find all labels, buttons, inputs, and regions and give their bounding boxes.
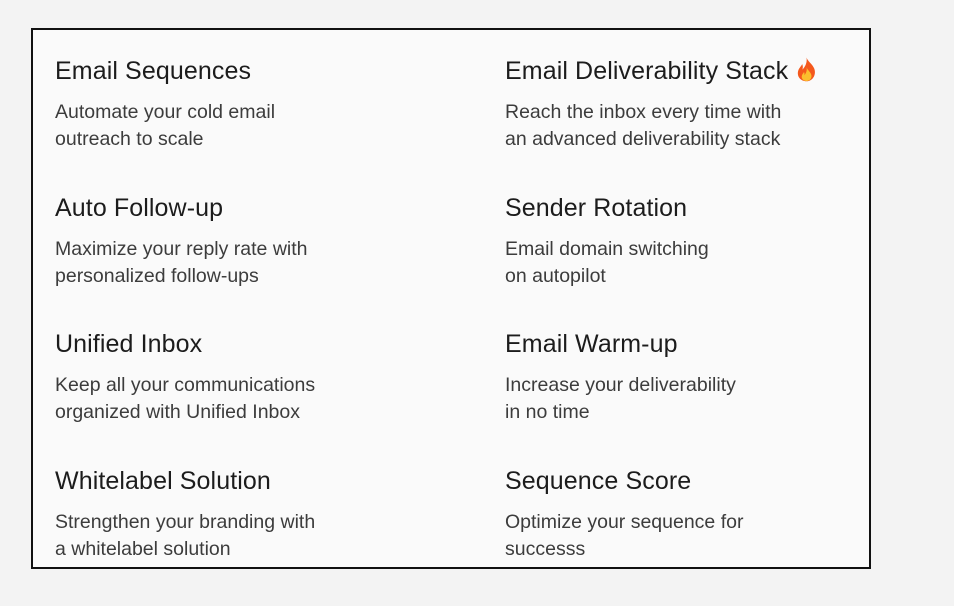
feature-sequence-score: Sequence Score Optimize your sequence fo…: [505, 466, 855, 603]
feature-description: Optimize your sequence for successs: [505, 510, 744, 560]
feature-description: Keep all your communications organized w…: [55, 374, 316, 423]
feature-title: Unified Inbox: [55, 330, 203, 358]
feature-description: Increase your deliverability in no time: [505, 374, 736, 423]
feature-title: Whitelabel Solution: [55, 466, 271, 495]
feature-title-row: Email Deliverability Stack: [505, 56, 855, 86]
fire-icon: [796, 57, 817, 82]
feature-title: Email Deliverability Stack: [505, 57, 789, 85]
feature-title: Sequence Score: [505, 466, 692, 495]
feature-whitelabel-solution: Whitelabel Solution Strengthen your bran…: [55, 466, 505, 603]
feature-description: Reach the inbox every time with an advan…: [505, 101, 782, 150]
feature-sender-rotation: Sender Rotation Email domain switching o…: [505, 193, 855, 330]
feature-email-sequences: Email Sequences Automate your cold email…: [55, 56, 505, 193]
feature-title: Auto Follow-up: [55, 193, 224, 222]
feature-description: Maximize your reply rate with personaliz…: [55, 237, 308, 287]
feature-title: Email Sequences: [55, 57, 252, 85]
features-grid: Email Sequences Automate your cold email…: [55, 56, 855, 602]
feature-email-warm-up: Email Warm-up Increase your deliverabili…: [505, 329, 855, 466]
feature-description: Email domain switching on autopilot: [505, 237, 709, 287]
feature-email-deliverability-stack: Email Deliverability Stack Reach the inb…: [505, 56, 855, 193]
feature-title: Sender Rotation: [505, 193, 688, 222]
features-panel: Email Sequences Automate your cold email…: [31, 28, 871, 569]
feature-description: Automate your cold email outreach to sca…: [55, 101, 276, 150]
feature-unified-inbox: Unified Inbox Keep all your communicatio…: [55, 329, 505, 466]
feature-auto-follow-up: Auto Follow-up Maximize your reply rate …: [55, 193, 505, 330]
feature-description: Strengthen your branding with a whitelab…: [55, 510, 316, 560]
feature-title: Email Warm-up: [505, 330, 678, 358]
